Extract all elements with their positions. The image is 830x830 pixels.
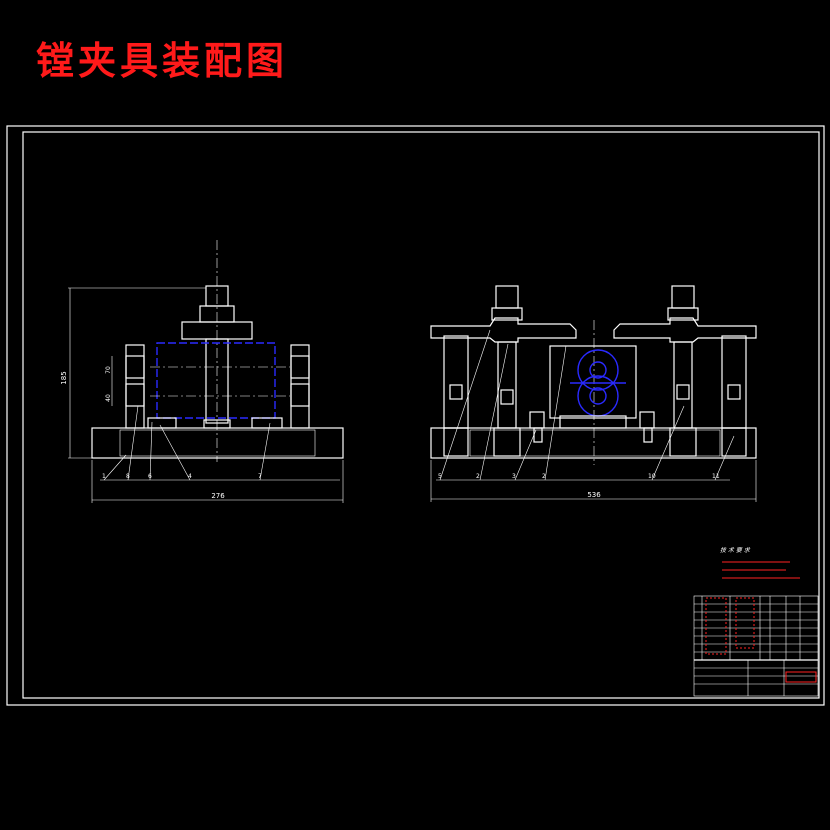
right-base [430, 427, 757, 459]
left-balloon-2: 8 [126, 473, 130, 480]
left-bushing-3 [290, 355, 310, 379]
gear-top [577, 349, 619, 391]
left-bushing-1 [125, 355, 145, 379]
right-screw-right-window [676, 384, 690, 400]
right-view: 536 5 2 3 2 10 11 [430, 285, 757, 502]
left-workpiece [156, 342, 276, 419]
right-screw-right-head [671, 285, 695, 309]
right-pillar-left-foot [443, 427, 469, 457]
leader-5 [259, 422, 271, 481]
right-base-hatch [469, 429, 721, 457]
gear-bottom [577, 375, 619, 417]
right-leader-5 [651, 405, 685, 481]
dim-height-label: 185 [60, 371, 68, 384]
right-locator-right-pin [643, 427, 653, 443]
leader-1 [103, 454, 127, 481]
gear-bottom-hub [589, 387, 607, 405]
title-block-name [785, 671, 817, 683]
right-clamp-arm-left [430, 317, 577, 343]
inner-frame [22, 131, 820, 699]
outer-frame [6, 125, 825, 706]
parts-list-frame [693, 595, 819, 697]
leader-2 [127, 405, 139, 481]
parts-list-materials [735, 597, 755, 649]
page-title: 镗夹具装配图 [36, 38, 289, 83]
dim-width-label: 276 [211, 492, 225, 500]
right-leader-2 [479, 343, 509, 481]
left-base-hatch [119, 429, 316, 457]
tech-requirements: 技 术 要 求 [720, 546, 800, 579]
parts-list-names [705, 597, 727, 655]
left-column [205, 338, 229, 424]
right-workpiece-frame [549, 345, 637, 419]
right-pillar-right [721, 335, 747, 429]
left-balloon-3: 6 [148, 473, 152, 480]
left-column-foot [203, 419, 231, 429]
left-pad-2 [251, 417, 283, 429]
left-support-left [125, 344, 145, 429]
right-leader-1 [439, 329, 491, 481]
right-balloon-5: 10 [648, 473, 656, 480]
right-workpiece-base [559, 415, 627, 429]
right-pillar-left [443, 335, 469, 429]
right-balloon-6: 11 [712, 473, 720, 480]
left-base [91, 427, 344, 459]
right-balloon-3: 3 [512, 473, 516, 480]
right-screw-left-nut [491, 307, 523, 321]
right-locator-left [529, 411, 545, 429]
dim-small-2: 40 [105, 394, 112, 402]
right-screw-right-nut [667, 307, 699, 321]
right-pillar-left-hole [449, 384, 463, 400]
left-balloon-4: 4 [188, 473, 192, 480]
right-screw-left-window [500, 389, 514, 405]
tech-req-title: 技 术 要 求 [720, 546, 751, 554]
right-leader-3 [514, 429, 537, 481]
right-pillar-right-foot [721, 427, 747, 457]
right-screw-right-foot [669, 427, 697, 457]
right-locator-right [639, 411, 655, 429]
right-dim-width-label: 536 [587, 491, 601, 499]
right-screw-left-head [495, 285, 519, 309]
gear-top-hub [589, 361, 607, 379]
left-pad-1 [147, 417, 177, 429]
right-clamp-arm-right [613, 317, 757, 343]
right-balloon-4: 2 [542, 473, 546, 480]
left-bushing-2 [125, 383, 145, 407]
left-balloon-5: 7 [258, 473, 262, 480]
left-bushing-4 [290, 383, 310, 407]
right-pillar-right-hole [727, 384, 741, 400]
dim-small-1: 70 [105, 366, 112, 374]
left-support-right [290, 344, 310, 429]
leader-4 [159, 424, 191, 481]
right-screw-left-shaft [497, 341, 517, 429]
title-block [693, 595, 819, 697]
right-screw-left-foot [493, 427, 521, 457]
right-balloon-2: 2 [476, 473, 480, 480]
right-leader-6 [714, 435, 735, 481]
left-balloon-1: 1 [102, 473, 106, 480]
right-balloon-1: 5 [438, 473, 442, 480]
leader-3 [149, 421, 153, 481]
left-view: 185 70 40 276 1 8 6 4 7 [60, 240, 344, 503]
right-leader-4 [544, 345, 567, 481]
